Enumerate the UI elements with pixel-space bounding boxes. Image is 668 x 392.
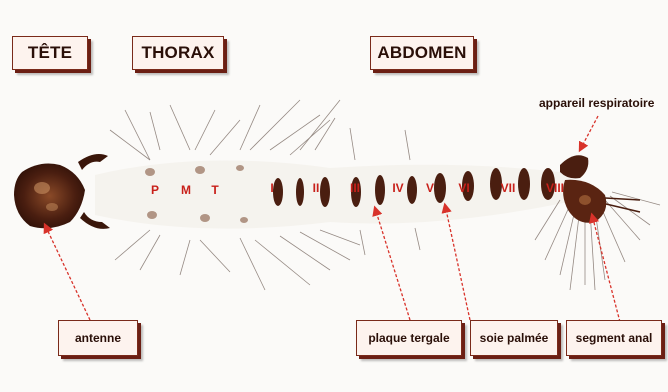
thorax-segment-label-p: P bbox=[151, 183, 159, 197]
abdomen-segment-label-vi: VI bbox=[458, 181, 469, 195]
terminal-segment bbox=[560, 155, 640, 223]
segment-labels: PMTIIIIIIIVVVIVIIVIII bbox=[151, 181, 564, 197]
abdomen-segment-label-i: I bbox=[270, 181, 273, 195]
label-plaque-tergale: plaque tergale bbox=[356, 320, 462, 356]
label-appareil-respiratoire: appareil respiratoire bbox=[539, 96, 654, 110]
abdomen-segment-label-viii: VIII bbox=[546, 181, 564, 195]
abdomen-segment-label-iv: IV bbox=[392, 181, 403, 195]
header-thorax: THORAX bbox=[132, 36, 224, 70]
abdomen-segment-label-v: V bbox=[426, 181, 434, 195]
label-segment-anal: segment anal bbox=[566, 320, 662, 356]
label-antenne: antenne bbox=[58, 320, 138, 356]
thorax-segment-label-m: M bbox=[181, 183, 191, 197]
header-tete: TÊTE bbox=[12, 36, 88, 70]
label-soie-palmee: soie palmée bbox=[470, 320, 558, 356]
abdomen-segment-label-vii: VII bbox=[501, 181, 516, 195]
abdomen-segment-label-iii: III bbox=[350, 181, 360, 195]
header-abdomen: ABDOMEN bbox=[370, 36, 474, 70]
abdomen-segment-label-ii: II bbox=[313, 181, 320, 195]
thorax-segment-label-t: T bbox=[211, 183, 219, 197]
